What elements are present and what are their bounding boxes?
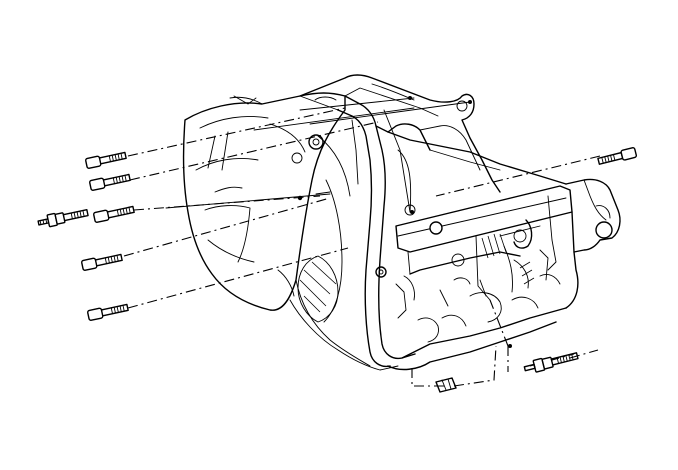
stud-bolt-left — [37, 208, 89, 228]
hardware-dots — [297, 96, 512, 348]
bolt-right-upper — [597, 147, 638, 165]
bolt-long-1 — [85, 151, 127, 169]
sensor-plug — [435, 377, 457, 393]
extension-housing — [499, 178, 621, 309]
bellhousing-flange — [289, 95, 416, 371]
transmission-housing — [182, 74, 621, 371]
stud-bolt-lower — [523, 352, 579, 373]
bolt-long-2 — [89, 173, 131, 191]
bolt-long-5 — [87, 303, 129, 321]
bolt-long-4 — [81, 253, 123, 271]
bolt-shafts — [165, 97, 471, 209]
bolt-long-3 — [93, 205, 135, 223]
leader-lines — [123, 107, 601, 387]
